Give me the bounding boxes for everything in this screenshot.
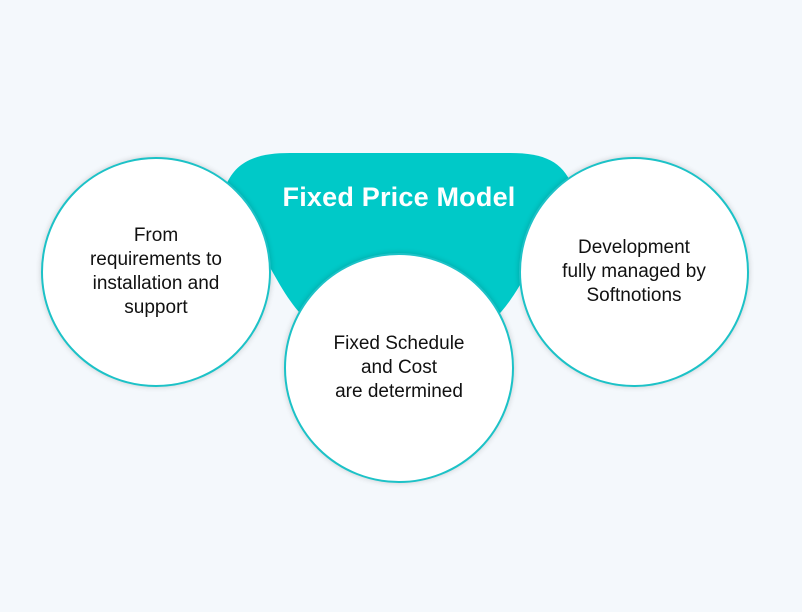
circle-left: From requirements to installation and su… xyxy=(41,157,271,387)
circle-center: Fixed Schedule and Cost are determined xyxy=(284,253,514,483)
diagram-title: Fixed Price Model xyxy=(282,182,516,212)
circle-right: Development fully managed by Softnotions xyxy=(519,157,749,387)
circle-center-text: Fixed Schedule and Cost are determined xyxy=(333,333,465,402)
circle-left-text: From requirements to installation and su… xyxy=(89,225,222,318)
circle-right-text: Development fully managed by Softnotions xyxy=(562,237,706,306)
